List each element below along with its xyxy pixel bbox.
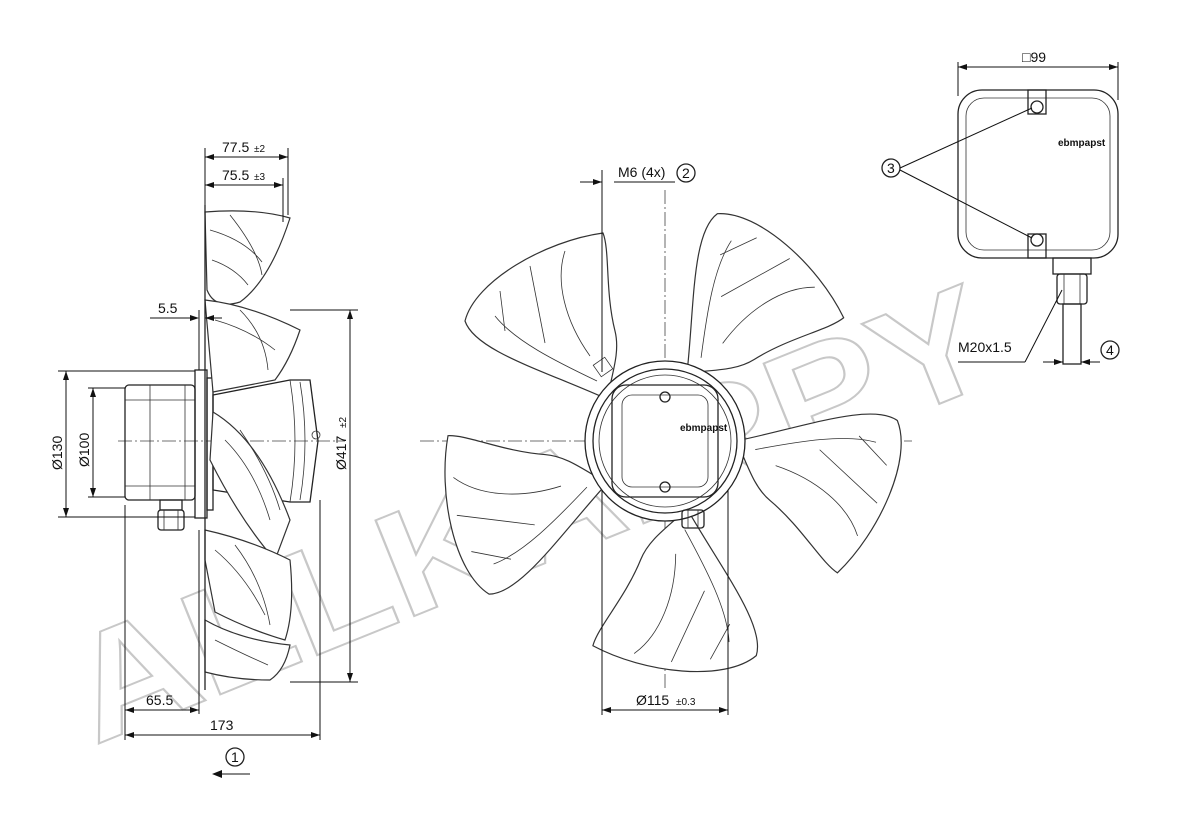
airflow-arrow-icon — [212, 770, 222, 778]
dim-75-5-tol: ±3 — [254, 172, 265, 183]
box-size-label: □99 — [1022, 49, 1046, 65]
dim-77-5-tol: ±2 — [254, 144, 265, 155]
dim-dia-100: Ø100 — [76, 433, 92, 467]
terminal-box-view: ebmpapst □99 3 M20x1.5 4 — [881, 49, 1120, 365]
dim-dia-130: Ø130 — [49, 436, 65, 470]
dim-dia-417: Ø417 — [333, 436, 349, 470]
bolt-marker: 2 — [682, 165, 690, 181]
dim-77-5: 77.5 — [222, 139, 249, 155]
cable-marker: 4 — [1106, 342, 1114, 358]
dim-75-5: 75.5 — [222, 167, 249, 183]
dim-65-5: 65.5 — [146, 692, 173, 708]
bolt-label: M6 (4x) — [618, 164, 665, 180]
dim-dia-417-tol: ±2 — [338, 417, 349, 428]
hub-dim-tol: ±0.3 — [676, 697, 696, 708]
front-brand-label: ebmpapst — [680, 423, 728, 434]
airflow-marker: 1 — [231, 749, 239, 765]
dim-5-5: 5.5 — [158, 300, 178, 316]
airflow-marker-circle — [225, 747, 245, 767]
box-brand-label: ebmpapst — [1058, 138, 1106, 149]
screw-marker: 3 — [887, 160, 895, 176]
hub-dim: Ø115 — [636, 692, 669, 708]
side-view: 77.5 ±2 75.5 ±3 5.5 Ø130 Ø100 — [49, 139, 358, 778]
dim-173: 173 — [210, 717, 234, 733]
front-view: ebmpapst M6 (4x) 2 Ø115 ±0.3 — [404, 163, 950, 728]
gland-label: M20x1.5 — [958, 339, 1012, 355]
